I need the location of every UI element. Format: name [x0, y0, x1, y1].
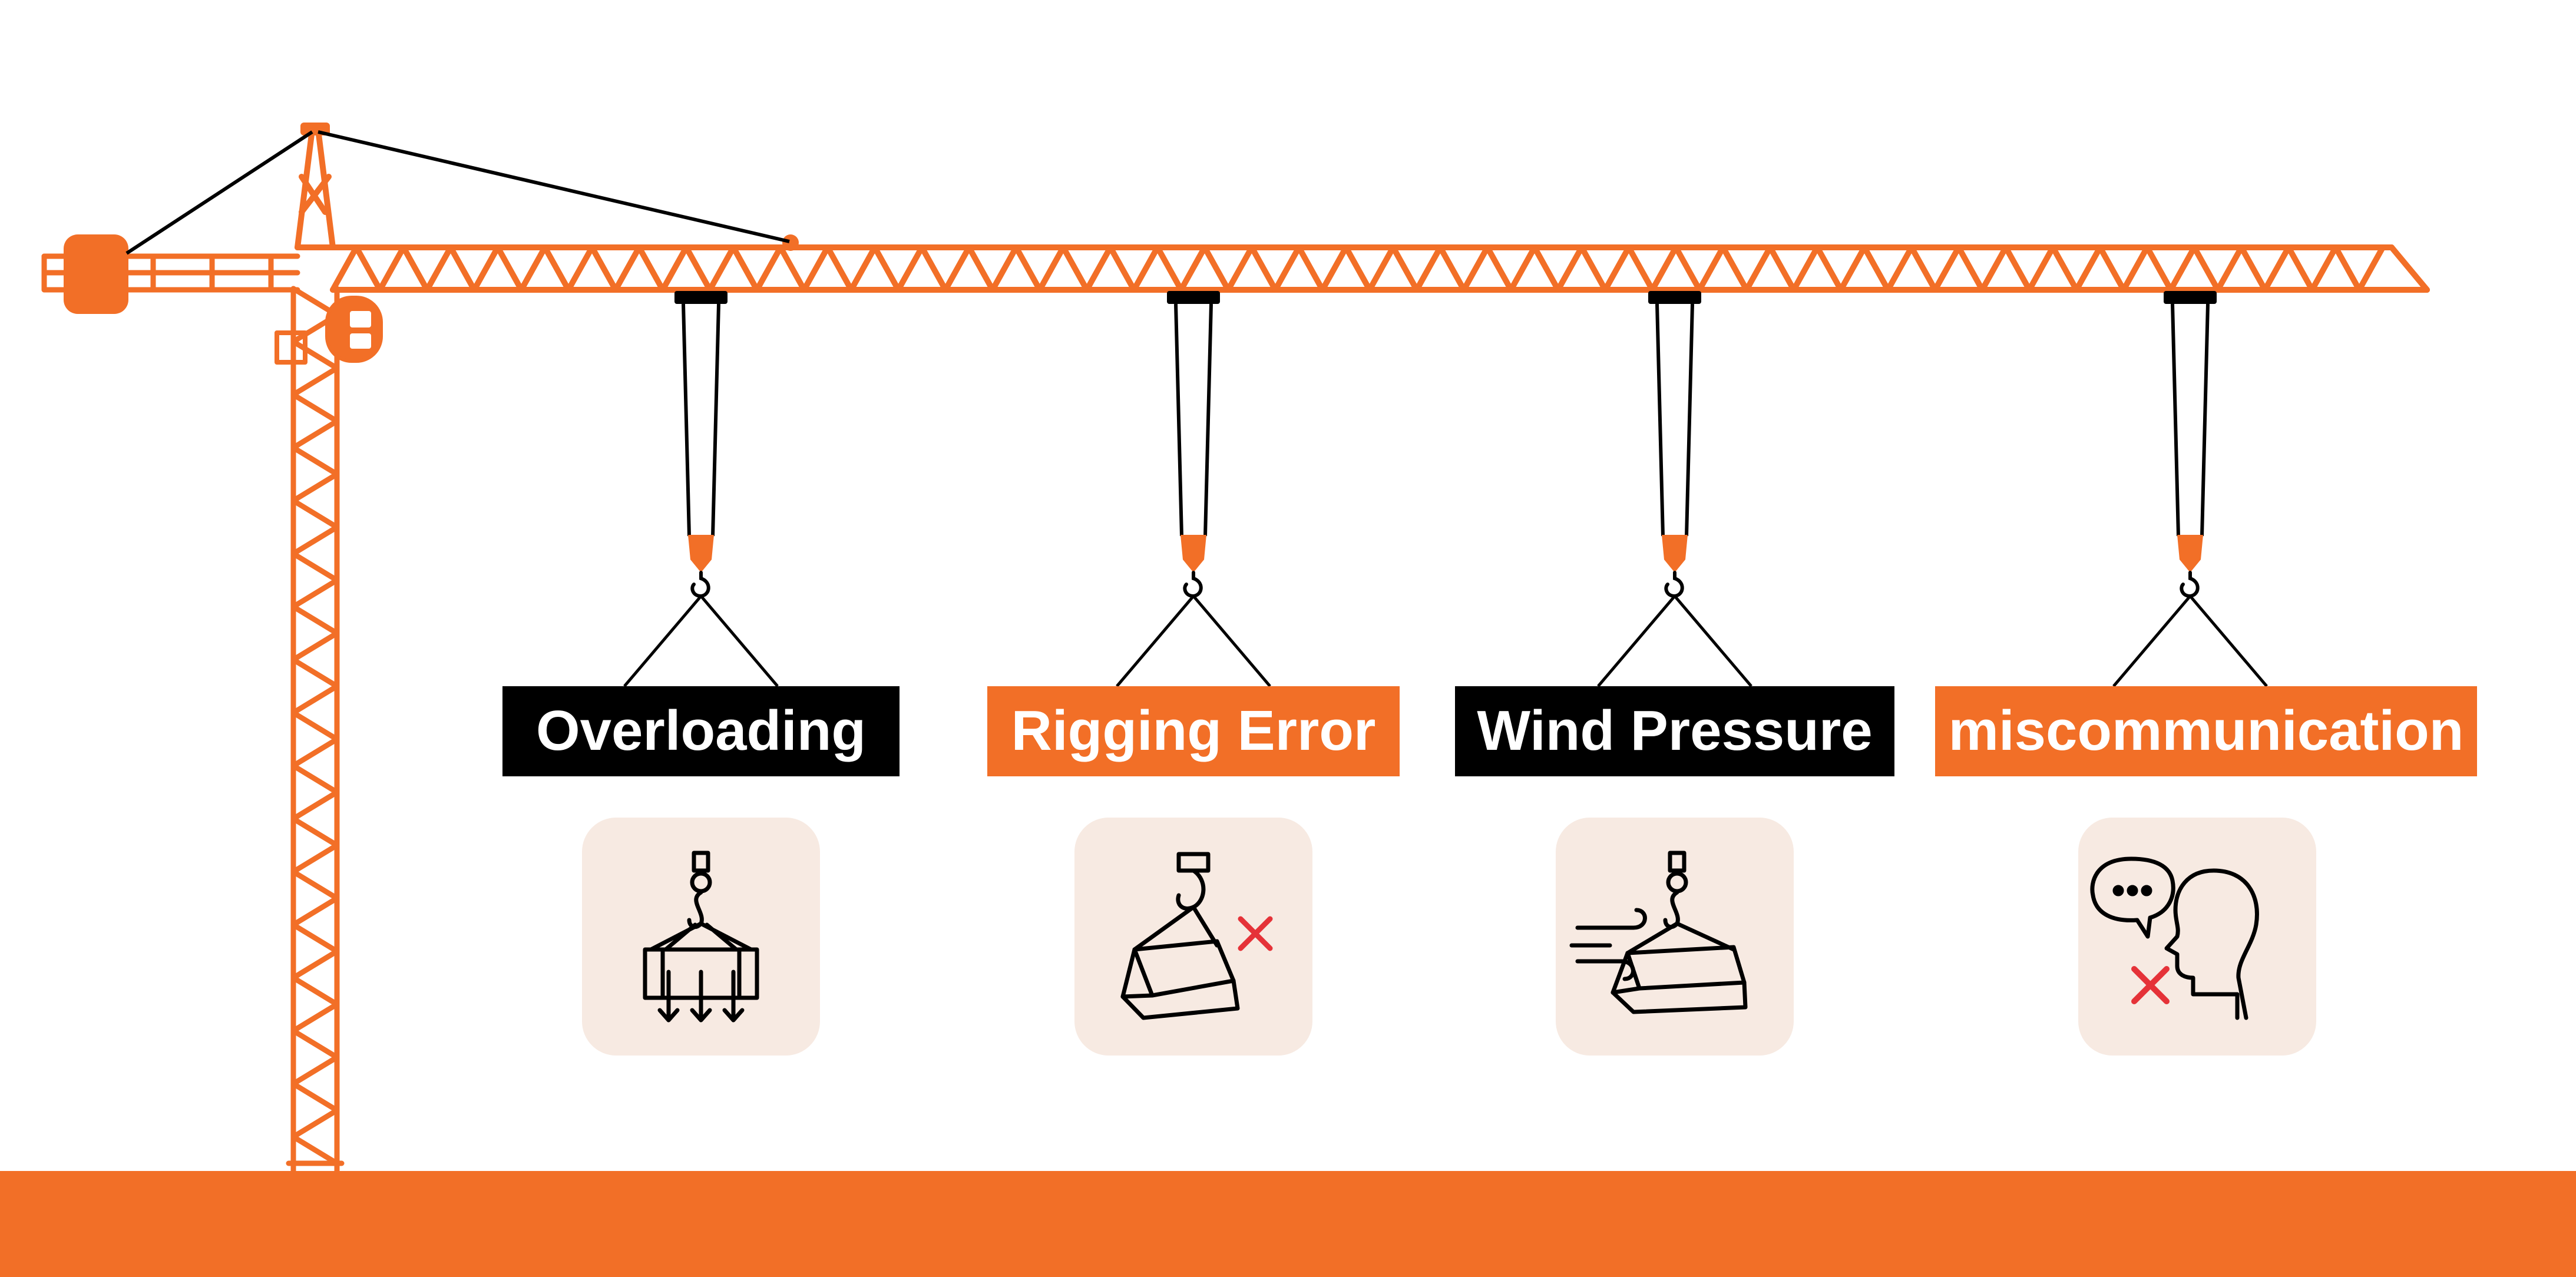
sling-line	[700, 595, 779, 687]
icon-tile-1	[582, 818, 820, 1056]
hoist-cable	[1655, 303, 1665, 537]
hazard-label-1: Overloading	[536, 699, 866, 762]
icon-tile-2	[1074, 818, 1312, 1056]
head-profile-icon	[2164, 868, 2259, 1020]
overload-load-icon	[643, 851, 759, 1023]
label-bg-1	[502, 686, 900, 776]
label-box-4: miscommunication	[1935, 686, 2477, 776]
label-box-1: Overloading	[502, 686, 900, 776]
operator-cab	[275, 296, 383, 365]
hazard-3-group: Wind Pressure	[1455, 291, 1894, 1056]
hoist-cable	[1685, 303, 1694, 537]
miscommunication-icon	[2090, 856, 2259, 1020]
hook-icon	[690, 571, 710, 598]
hook-rig-4	[2112, 291, 2268, 687]
speech-bubble-icon	[2090, 856, 2175, 939]
hazard-label-4: miscommunication	[1949, 699, 2464, 762]
pendant-cables	[125, 130, 790, 255]
counterweight	[64, 234, 128, 314]
hook-icon	[1664, 571, 1684, 598]
hoist-cable	[2171, 303, 2180, 537]
hook-block	[688, 535, 714, 573]
tower-crane	[41, 123, 2430, 1174]
label-box-2: Rigging Error	[987, 686, 1400, 776]
sling-line	[1116, 595, 1195, 687]
hook-icon	[2180, 571, 2200, 598]
hoist-cable	[711, 303, 720, 537]
label-box-3: Wind Pressure	[1455, 686, 1894, 776]
icon-tile-3	[1556, 818, 1794, 1056]
hoist-cable	[682, 303, 691, 537]
hoist-cable	[2200, 303, 2210, 537]
hazard-label-2: Rigging Error	[1011, 699, 1376, 762]
pendant-anchor	[782, 234, 799, 251]
sling-line	[623, 595, 702, 687]
hook-block	[1662, 535, 1688, 573]
icon-tile-4	[2078, 818, 2316, 1056]
crane-tower-top	[295, 127, 336, 250]
sling-line	[2112, 595, 2191, 687]
label-bg-3	[1455, 686, 1894, 776]
x-mark-icon	[2131, 966, 2170, 1004]
hook-block	[1180, 535, 1206, 573]
trolley	[674, 291, 728, 304]
hazard-4-group: miscommunication	[1935, 291, 2477, 1056]
sling-line	[1597, 595, 1676, 687]
rigging-error-icon	[1120, 852, 1240, 1020]
hoist-cable	[1203, 303, 1213, 537]
hazard-label-3: Wind Pressure	[1477, 699, 1872, 762]
hook-rig-3	[1597, 291, 1752, 687]
main-jib	[330, 244, 2430, 293]
label-bg-4	[1935, 686, 2477, 776]
hook-block	[2177, 535, 2203, 573]
hazard-1-group: Overloading	[502, 291, 900, 1056]
ground-bar	[0, 1171, 2576, 1277]
hook-icon	[1183, 571, 1203, 598]
sling-line	[1674, 595, 1752, 687]
sling-line	[1192, 595, 1271, 687]
hook-rig-1	[623, 291, 779, 687]
trolley	[1648, 291, 1701, 304]
hoist-cable	[1174, 303, 1183, 537]
trolley	[2164, 291, 2217, 304]
label-bg-2	[987, 686, 1400, 776]
crane-mast	[286, 286, 345, 1174]
trolley	[1167, 291, 1220, 304]
wind-pressure-icon	[1569, 851, 1748, 1014]
x-mark-icon	[1238, 916, 1273, 951]
hazard-2-group: Rigging Error	[987, 291, 1400, 1056]
sling-line	[2189, 595, 2268, 687]
hook-rig-2	[1116, 291, 1271, 687]
